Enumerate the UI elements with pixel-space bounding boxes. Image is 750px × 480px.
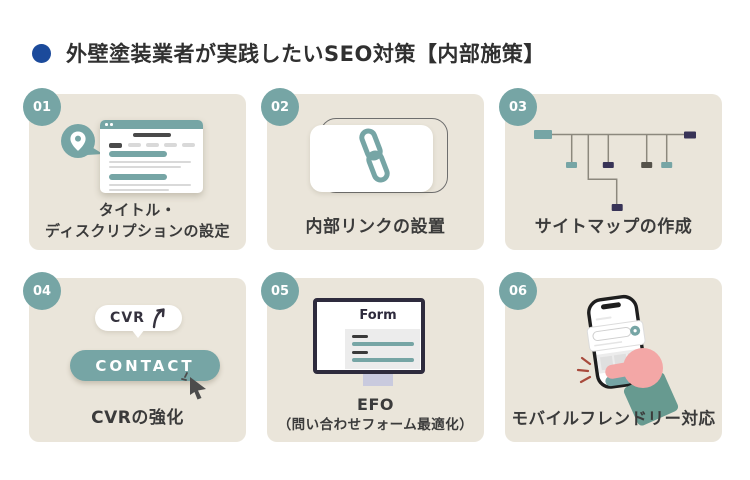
form-field-label [352,335,368,338]
card-title-description: 01 タイトル・ ディスクリプションの [23,88,246,250]
cvr-bubble-text: CVR [110,310,145,326]
result-text-line [109,189,169,191]
serp-browser-window [100,120,203,193]
card-number-badge: 02 [261,88,299,126]
window-dot-icon [110,123,113,126]
result-text-line [109,166,181,168]
cvr-speech-bubble: CVR [95,305,182,331]
result-title-bar [109,151,167,157]
tab-pill [128,143,141,147]
result-text-line [109,161,191,163]
tab-pill [164,143,177,147]
tab-pill [182,143,195,147]
window-dot-icon [105,123,108,126]
result-title-bar [109,174,167,180]
up-arrow-icon [152,308,165,329]
blue-dot-icon [32,43,51,63]
tab-pill [146,143,159,147]
card-label: モバイルフレンドリー対応 [511,409,716,429]
tab-pill-active [109,142,122,148]
hand [605,348,679,426]
page-title: 外壁塗装業者が実践したいSEO対策【内部施策】 [66,42,545,66]
form-input-line [352,342,414,346]
card-label: サイトマップの作成 [534,217,693,238]
result-text-line [109,184,191,186]
form-field-label [352,351,368,354]
form-input-line [352,358,414,362]
form-panel [345,329,420,369]
search-bar-graphic [132,133,171,137]
location-pin-icon [61,124,103,158]
speech-bubble-tail [131,329,145,338]
card-label: EFO （問い合わせフォーム最適化） [277,395,474,434]
hand-smartphone-icon [576,294,679,426]
card-internal-links: 02 内部リンクの設置 [261,88,484,250]
card-number-badge: 01 [23,88,61,126]
card-number-badge: 06 [499,272,537,310]
form-screen-title: Form [359,308,397,323]
card-efo: 05 Form EFO （問い合わせフォーム最適化） [261,272,484,442]
card-number-badge: 03 [499,88,537,126]
browser-titlebar [100,120,203,129]
card-number-badge: 04 [23,272,61,310]
cursor-icon [181,372,206,400]
card-label: CVRの強化 [91,408,184,429]
card-sitemap: 03 サイトマップの作成 [499,88,722,250]
contact-button-graphic: CONTACT [70,350,220,381]
monitor-stand [363,373,393,386]
sitemap-tree-icon [534,130,696,211]
white-panel [310,125,433,192]
card-label: 内部リンクの設置 [305,217,446,238]
form-monitor: Form [313,298,425,374]
tap-emphasis-marks [576,356,592,384]
page-title-row: 外壁塗装業者が実践したいSEO対策【内部施策】 [32,38,545,68]
card-label: タイトル・ ディスクリプションの設定 [45,200,230,241]
card-cvr: 04 CVR CONTACT CVRの強化 [23,272,246,442]
card-number-badge: 05 [261,272,299,310]
card-mobile-friendly: 06 [499,272,722,442]
